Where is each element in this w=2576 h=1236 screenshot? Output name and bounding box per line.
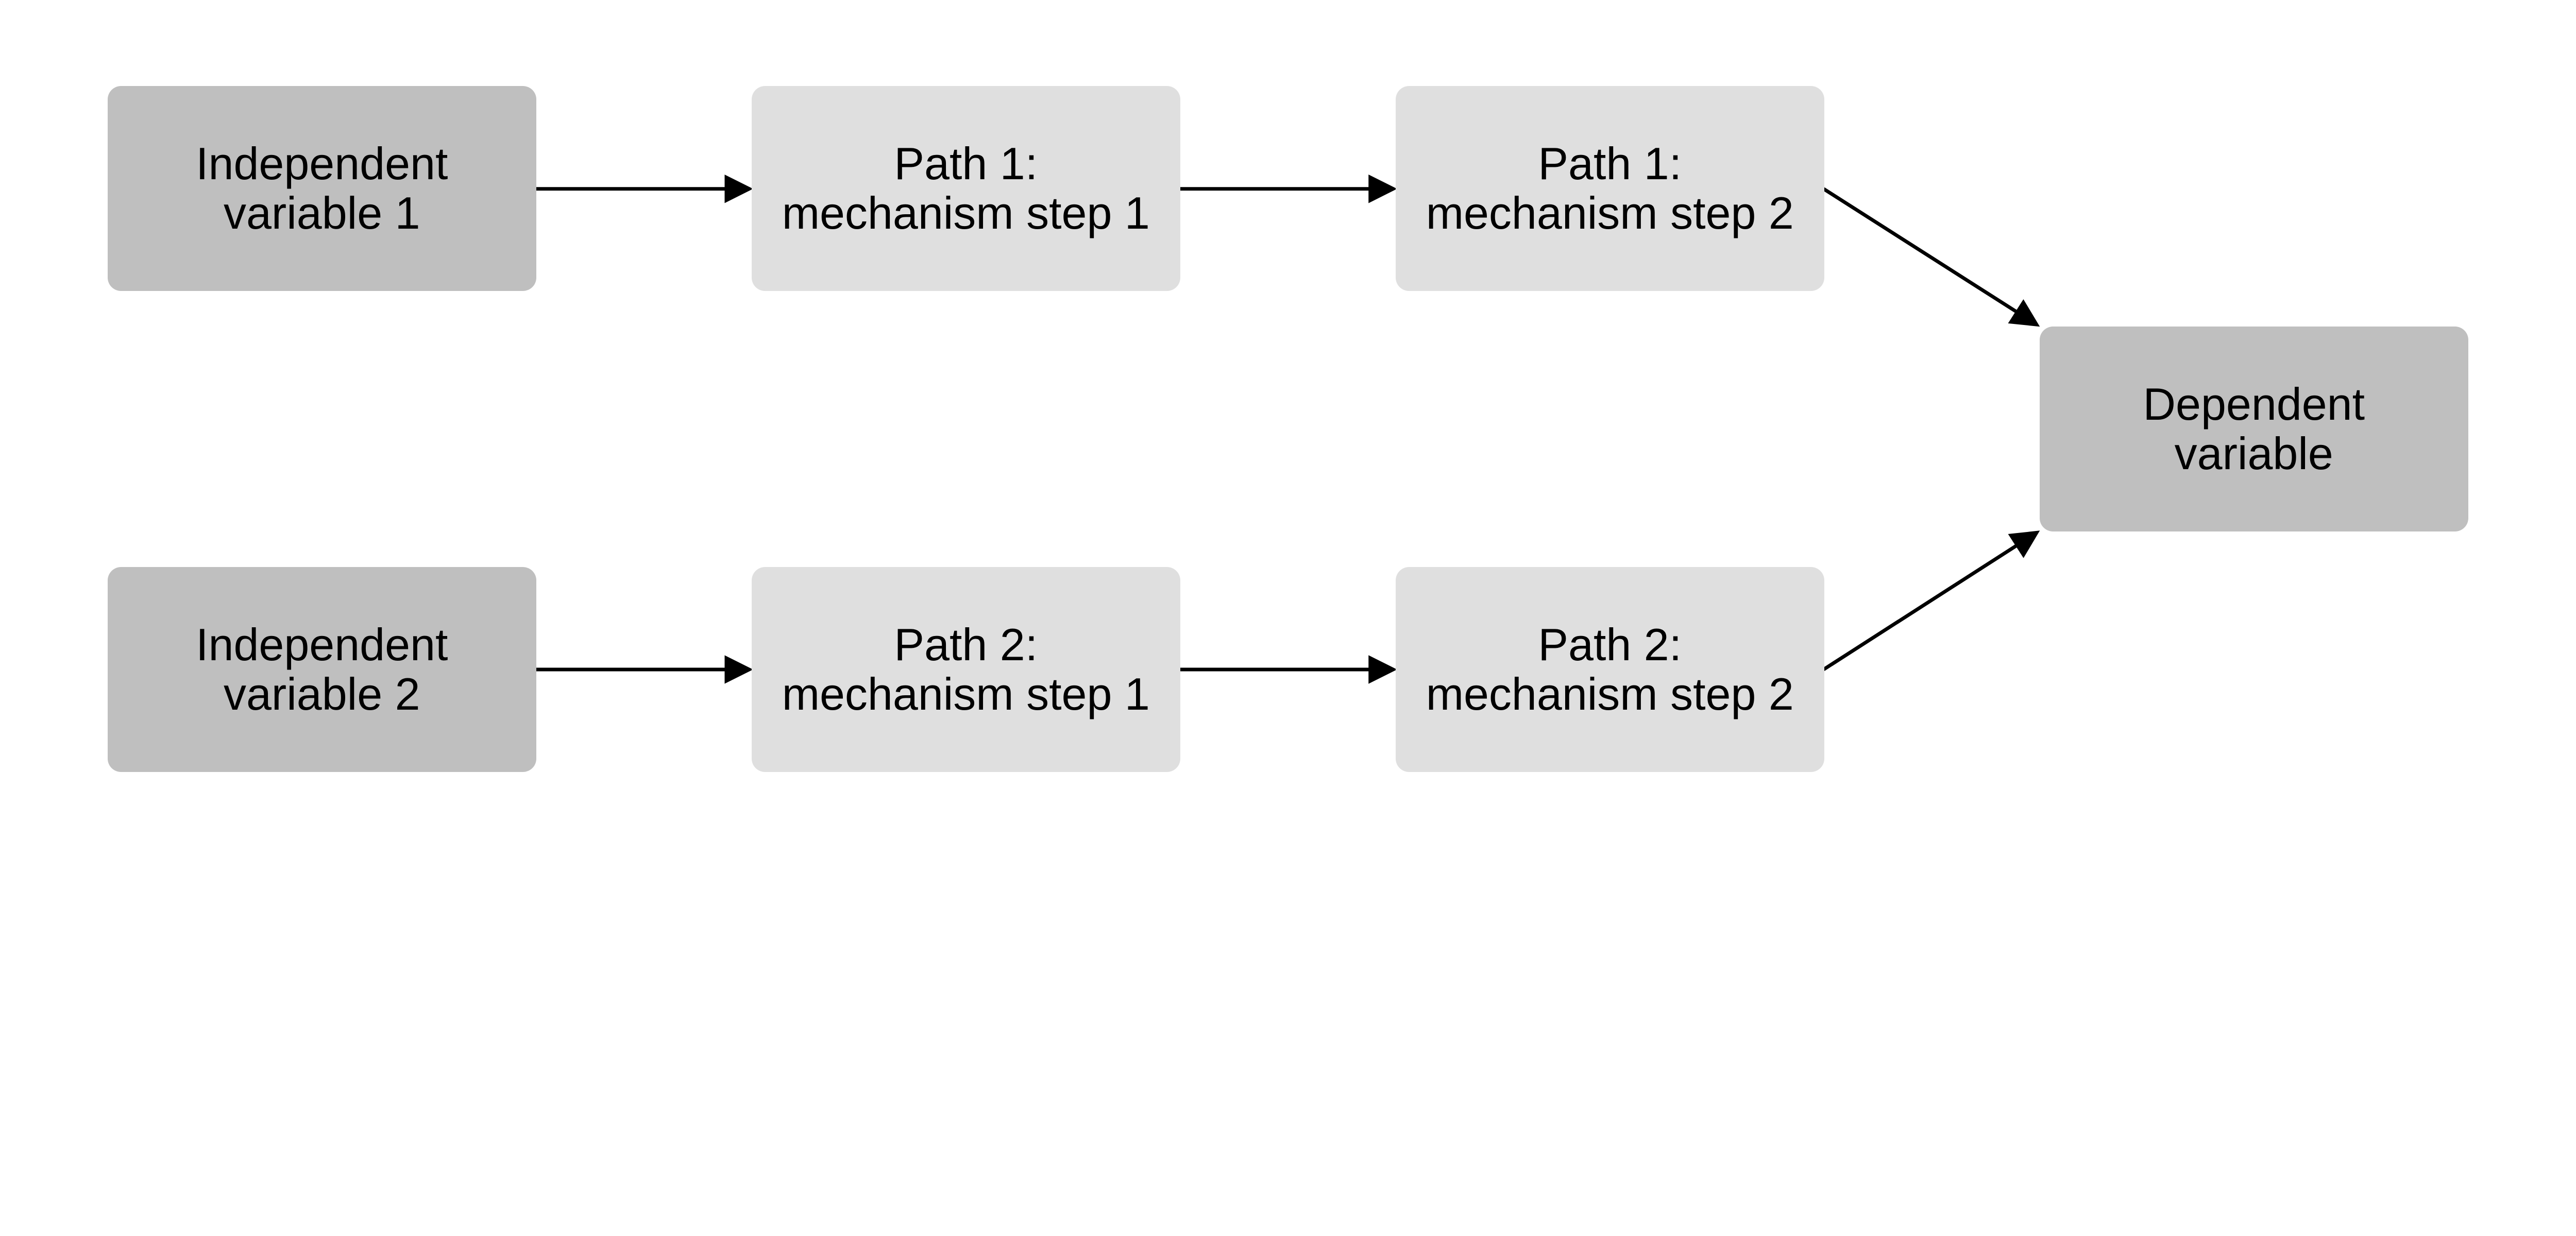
edges-layer (535, 174, 2040, 684)
node-label-line2: mechanism step 2 (1426, 668, 1794, 719)
node-label-line1: Path 1: (894, 138, 1038, 189)
node-independent-variable-2: Independent variable 2 (107, 566, 536, 772)
node-label-line1: Path 2: (894, 619, 1038, 670)
node-path2-step2: Path 2: mechanism step 2 (1395, 566, 1824, 772)
node-label-line1: Path 1: (1538, 138, 1682, 189)
node-label-line1: Dependent (2143, 379, 2365, 430)
node-label-line2: mechanism step 2 (1426, 187, 1794, 238)
node-label-line2: variable 2 (223, 668, 420, 719)
node-label-line2: variable (2174, 428, 2333, 479)
node-label-line1: Independent (196, 619, 448, 670)
node-label-line2: variable 1 (223, 187, 420, 238)
diagram-canvas: Independent variable 1 Path 1: mechanism… (107, 85, 2468, 772)
arrow-path2-step2-to-dv (1822, 530, 2040, 671)
node-label-line1: Path 2: (1538, 619, 1682, 670)
node-label-line1: Independent (196, 138, 448, 189)
node-dependent-variable: Dependent variable (2039, 326, 2468, 532)
node-path1-step2: Path 1: mechanism step 2 (1395, 85, 1824, 291)
node-label-line2: mechanism step 1 (782, 668, 1150, 719)
node-label-line2: mechanism step 1 (782, 187, 1150, 238)
node-path1-step1: Path 1: mechanism step 1 (751, 85, 1180, 291)
node-independent-variable-1: Independent variable 1 (107, 85, 536, 291)
arrow-path1-step2-to-dv (1822, 187, 2040, 327)
node-path2-step1: Path 2: mechanism step 1 (751, 566, 1180, 772)
